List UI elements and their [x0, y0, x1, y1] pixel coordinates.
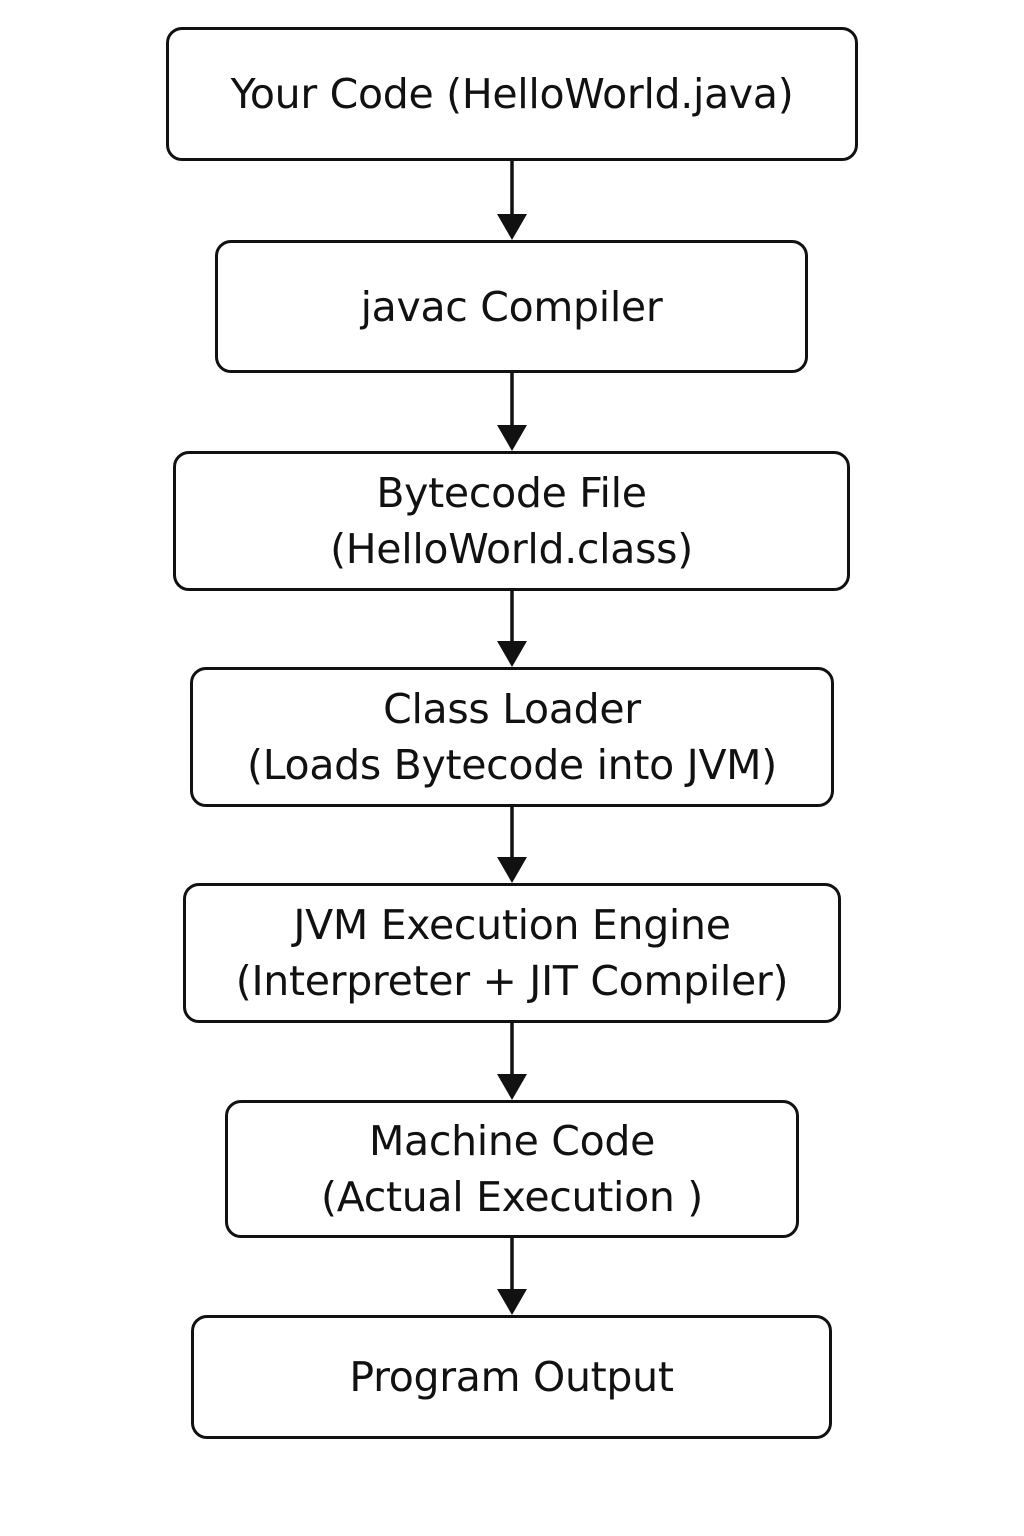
node-bytecode-file-subtitle: (HelloWorld.class) [330, 525, 693, 573]
node-machine-code-title: Machine Code [368, 1117, 656, 1165]
node-class-loader-subtitle: (Loads Bytecode into JVM) [247, 741, 777, 789]
node-source-code-label: Your Code (HelloWorld.java) [230, 70, 794, 118]
arrow-bytecode-to-classloader [497, 591, 527, 667]
node-bytecode-file: Bytecode File (HelloWorld.class) [173, 451, 850, 591]
node-bytecode-file-title: Bytecode File [376, 469, 647, 517]
node-jvm-execution-engine-subtitle: (Interpreter + JIT Compiler) [235, 957, 789, 1005]
node-javac-compiler: javac Compiler [215, 240, 808, 373]
node-machine-code-subtitle: (Actual Execution ) [321, 1173, 703, 1221]
arrow-source-to-javac [497, 161, 527, 240]
node-class-loader-title: Class Loader [383, 685, 641, 733]
arrow-javac-to-bytecode [497, 373, 527, 451]
node-jvm-execution-engine: JVM Execution Engine (Interpreter + JIT … [183, 883, 841, 1023]
node-program-output: Program Output [191, 1315, 832, 1439]
arrow-jvm-to-machinecode [497, 1023, 527, 1100]
node-machine-code: Machine Code (Actual Execution ) [225, 1100, 799, 1238]
node-jvm-execution-engine-title: JVM Execution Engine [293, 901, 731, 949]
node-program-output-label: Program Output [349, 1353, 674, 1401]
node-javac-compiler-label: javac Compiler [360, 282, 663, 331]
arrow-machinecode-to-output [497, 1238, 527, 1315]
node-class-loader: Class Loader (Loads Bytecode into JVM) [190, 667, 834, 807]
node-source-code: Your Code (HelloWorld.java) [166, 27, 858, 161]
arrow-classloader-to-jvm [497, 807, 527, 883]
